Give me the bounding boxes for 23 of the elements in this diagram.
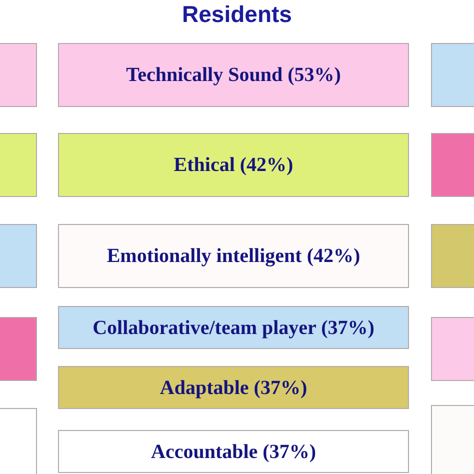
cropped-panel [431,133,474,197]
cropped-panel [0,43,37,107]
trait-panel [58,306,409,349]
trait-panel [58,430,409,473]
trait-panel [58,133,409,197]
cropped-panel [0,133,37,197]
trait-label: Emotionally intelligent (42%) [106,244,360,268]
cropped-panel [431,317,474,381]
title: Residents [182,0,292,28]
trait-label: Ethical (42%) [174,153,294,177]
trait-label: Accountable (37%) [151,440,316,464]
trait-label: Adaptable (37%) [160,376,308,400]
trait-panel [58,366,409,409]
trait-panel [58,224,409,288]
cropped-panel [0,317,37,381]
trait-label: Technically Sound (53%) [126,63,341,87]
cropped-panel [0,408,37,474]
cropped-panel [0,224,37,288]
trait-panel [58,43,409,107]
cropped-panel [431,224,474,288]
cropped-panel [431,43,474,107]
cropped-panel [431,405,474,474]
trait-label: Collaborative/team player (37%) [92,316,374,340]
